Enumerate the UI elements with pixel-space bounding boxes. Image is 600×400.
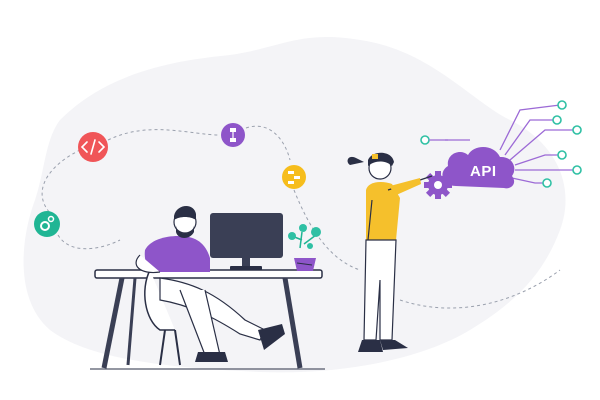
woman-presenter — [347, 152, 433, 352]
workflow-icon — [221, 123, 245, 147]
code-icon — [78, 132, 108, 162]
circuit-nodes — [420, 100, 582, 188]
flow-chart-icon — [282, 165, 306, 189]
settings-icon — [34, 211, 60, 237]
dashed-connectors — [41, 125, 561, 309]
man-developer — [135, 205, 285, 366]
circuit-lines — [445, 104, 575, 184]
monitor — [210, 213, 283, 270]
plant-icon — [288, 224, 321, 271]
background-blob — [23, 37, 566, 373]
api-label: API — [470, 163, 497, 180]
api-cloud-icon: API — [442, 146, 515, 189]
gear-icon — [424, 171, 452, 199]
